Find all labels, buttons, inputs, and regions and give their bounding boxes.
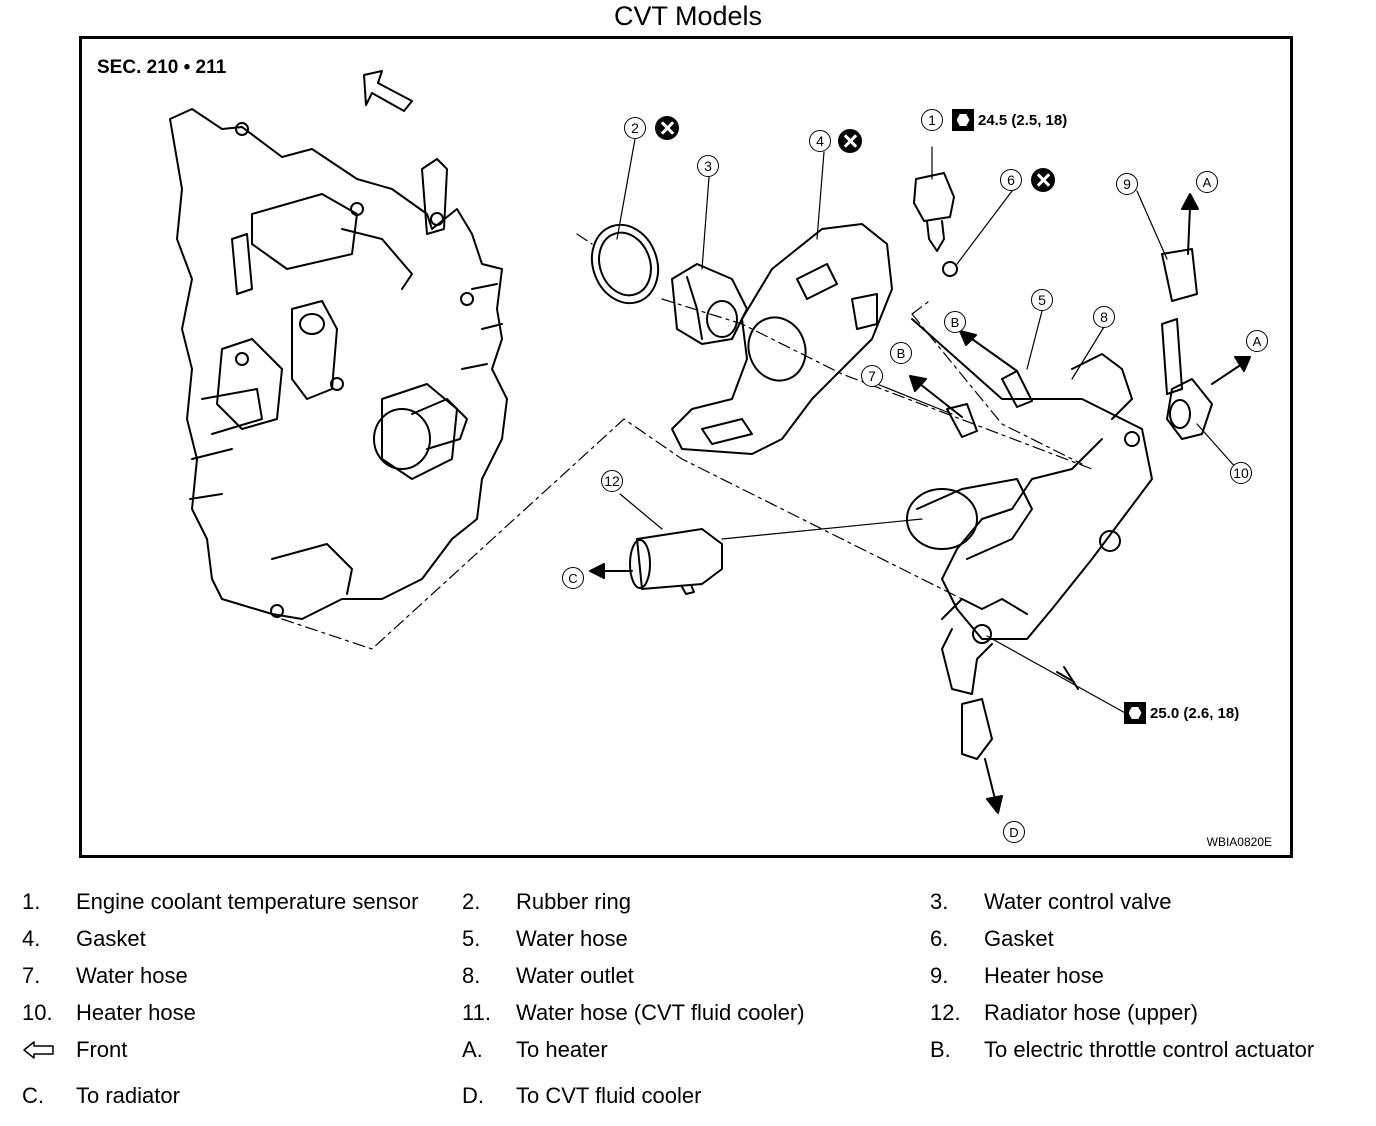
radiator-hose-drawing — [629, 528, 723, 595]
callout-4: 4 — [809, 130, 831, 152]
callout-8: 8 — [1093, 306, 1115, 328]
callout-c: C — [562, 567, 584, 589]
callout-b-lower: B — [890, 342, 912, 364]
water-hose-7-drawing — [946, 403, 978, 438]
water-outlet-drawing — [906, 318, 1153, 644]
section-reference: SEC. 210 • 211 — [97, 57, 227, 78]
callout-5: 5 — [1031, 289, 1053, 311]
rubber-ring-drawing — [590, 223, 660, 305]
do-not-reuse-icon — [838, 129, 862, 153]
engine-block — [169, 108, 508, 620]
torque-value-bottom: 25.0 (2.6, 18) — [1150, 704, 1240, 722]
callout-3: 3 — [697, 155, 719, 177]
heater-hose-9-drawing — [1161, 248, 1198, 395]
page-title: CVT Models — [613, 1, 763, 31]
diagram-frame: SEC. 210 • 211 WBIA0820E 24.5 (2.5, 18) … — [79, 36, 1293, 858]
torque-spec-top: 24.5 (2.5, 18) — [952, 109, 1067, 131]
torque-wrench-icon — [952, 109, 974, 131]
callout-d: D — [1003, 821, 1025, 843]
cvt-fluid-cooler-hose — [941, 628, 993, 695]
callout-b-upper: B — [944, 311, 966, 333]
heater-hose-10-drawing — [1166, 378, 1213, 440]
callout-a-right: A — [1246, 330, 1268, 352]
callout-9: 9 — [1116, 173, 1138, 195]
exploded-view-drawing — [169, 70, 1251, 814]
figure-code: WBIA0820E — [1206, 835, 1272, 849]
torque-wrench-icon — [1124, 702, 1146, 724]
front-arrow-icon — [23, 1041, 54, 1059]
callout-2: 2 — [624, 117, 646, 139]
callout-12: 12 — [601, 470, 623, 492]
torque-value-top: 24.5 (2.5, 18) — [978, 111, 1068, 129]
water-control-valve-drawing — [671, 263, 748, 345]
front-direction-arrow — [363, 70, 413, 112]
callout-10: 10 — [1230, 462, 1252, 484]
callout-7: 7 — [861, 365, 883, 387]
callout-6: 6 — [1000, 169, 1022, 191]
temperature-sensor-drawing — [913, 172, 958, 277]
torque-spec-bottom: 25.0 (2.6, 18) — [1124, 702, 1239, 724]
gasket-drawing — [671, 223, 893, 455]
bolt-drawing — [1056, 666, 1079, 690]
callout-a-top: A — [1196, 171, 1218, 193]
do-not-reuse-icon — [655, 116, 679, 140]
do-not-reuse-icon — [1031, 168, 1055, 192]
parts-legend: 1.Engine coolant temperature sensor 2.Ru… — [22, 889, 1315, 1108]
callout-1: 1 — [921, 109, 943, 131]
water-hose-5-drawing — [1001, 370, 1033, 408]
